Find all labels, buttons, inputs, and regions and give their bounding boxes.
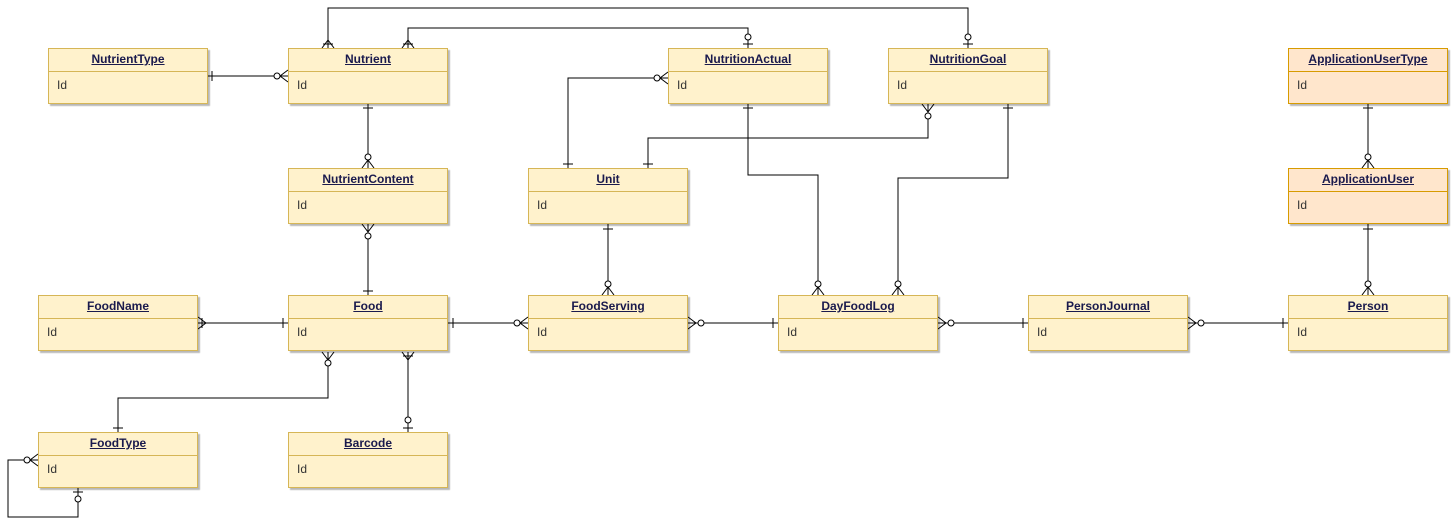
link-dayfoodlog-personjournal (937, 316, 1028, 330)
entity-barcode[interactable]: Barcode Id (288, 432, 448, 488)
entity-attribute: Id (537, 325, 548, 339)
entity-attribute: Id (297, 325, 308, 339)
entity-attribute: Id (47, 325, 58, 339)
entity-title: NutritionGoal (929, 52, 1007, 66)
entity-title: ApplicationUserType (1308, 52, 1428, 66)
entity-title: PersonJournal (1065, 299, 1151, 313)
link-nutrient-nutrientcontent (361, 104, 375, 169)
link-foodserving-dayfoodlog (687, 316, 778, 330)
link-nutrienttype-nutrient (208, 69, 289, 83)
link-nutrient-nutritiongoal (321, 7, 973, 49)
link-nutrientcontent-food (361, 223, 375, 295)
entity-attribute: Id (297, 78, 308, 92)
entity-divider (779, 318, 937, 319)
entity-attribute: Id (1297, 78, 1308, 92)
entity-divider (289, 455, 447, 456)
link-unit-nutritiongoal (643, 103, 935, 168)
entity-title: DayFoodLog (821, 299, 895, 313)
entity-foodserving[interactable]: FoodServing Id (528, 295, 688, 351)
link-nutrient-nutritionactual (401, 27, 753, 49)
link-applicationusertype-applicationuser (1361, 104, 1375, 169)
entity-title: Barcode (343, 436, 393, 450)
entity-nutrientcontent[interactable]: NutrientContent Id (288, 168, 448, 224)
entity-divider (1289, 191, 1447, 192)
entity-title: ApplicationUser (1321, 172, 1414, 186)
entity-unit[interactable]: Unit Id (528, 168, 688, 224)
link-applicationuser-person (1361, 224, 1375, 296)
entity-foodname[interactable]: FoodName Id (38, 295, 198, 351)
entity-attribute: Id (787, 325, 798, 339)
entity-divider (49, 71, 207, 72)
entity-divider (39, 455, 197, 456)
link-food-foodserving (448, 316, 529, 330)
entity-personjournal[interactable]: PersonJournal Id (1028, 295, 1188, 351)
entity-attribute: Id (1297, 198, 1308, 212)
entity-divider (289, 191, 447, 192)
link-unit-foodserving (601, 224, 615, 296)
entity-title: Unit (596, 172, 620, 186)
entity-divider (669, 71, 827, 72)
entity-divider (889, 71, 1047, 72)
entity-applicationuser[interactable]: ApplicationUser Id (1288, 168, 1448, 224)
entity-title: NutritionActual (704, 52, 792, 66)
entity-person[interactable]: Person Id (1288, 295, 1448, 351)
entity-divider (289, 318, 447, 319)
entity-attribute: Id (1297, 325, 1308, 339)
entity-divider (289, 71, 447, 72)
entity-nutrient[interactable]: Nutrient Id (288, 48, 448, 104)
entity-divider (529, 191, 687, 192)
entity-divider (1029, 318, 1187, 319)
link-foodtype-self (7, 453, 83, 518)
entity-title: NutrientType (91, 52, 165, 66)
link-personjournal-person (1187, 316, 1288, 330)
entity-applicationusertype[interactable]: ApplicationUserType Id (1288, 48, 1448, 104)
entity-title: FoodType (89, 436, 147, 450)
link-food-barcode (401, 351, 415, 432)
link-nutritionactual-dayfoodlog (743, 104, 825, 296)
entity-divider (1289, 71, 1447, 72)
link-nutritiongoal-dayfoodlog (891, 104, 1013, 296)
entity-divider (529, 318, 687, 319)
entity-divider (39, 318, 197, 319)
entity-dayfoodlog[interactable]: DayFoodLog Id (778, 295, 938, 351)
entity-attribute: Id (297, 198, 308, 212)
entity-food[interactable]: Food Id (288, 295, 448, 351)
entity-title: Person (1347, 299, 1389, 313)
link-food-foodtype (113, 351, 335, 432)
entity-attribute: Id (297, 462, 308, 476)
entity-attribute: Id (47, 462, 58, 476)
entity-divider (1289, 318, 1447, 319)
entity-title: Nutrient (345, 52, 391, 66)
entity-title: FoodServing (571, 299, 645, 313)
link-unit-nutritionactual (563, 71, 669, 168)
entity-nutrienttype[interactable]: NutrientType Id (48, 48, 208, 104)
entity-attribute: Id (677, 78, 688, 92)
entity-nutritionactual[interactable]: NutritionActual Id (668, 48, 828, 104)
entity-title: FoodName (86, 299, 149, 313)
entity-attribute: Id (57, 78, 68, 92)
entity-title: Food (353, 299, 383, 313)
entity-attribute: Id (1037, 325, 1048, 339)
entity-nutritiongoal[interactable]: NutritionGoal Id (888, 48, 1048, 104)
link-foodname-food (197, 316, 288, 330)
entity-attribute: Id (537, 198, 548, 212)
entity-foodtype[interactable]: FoodType Id (38, 432, 198, 488)
entity-attribute: Id (897, 78, 908, 92)
entity-title: NutrientContent (322, 172, 414, 186)
